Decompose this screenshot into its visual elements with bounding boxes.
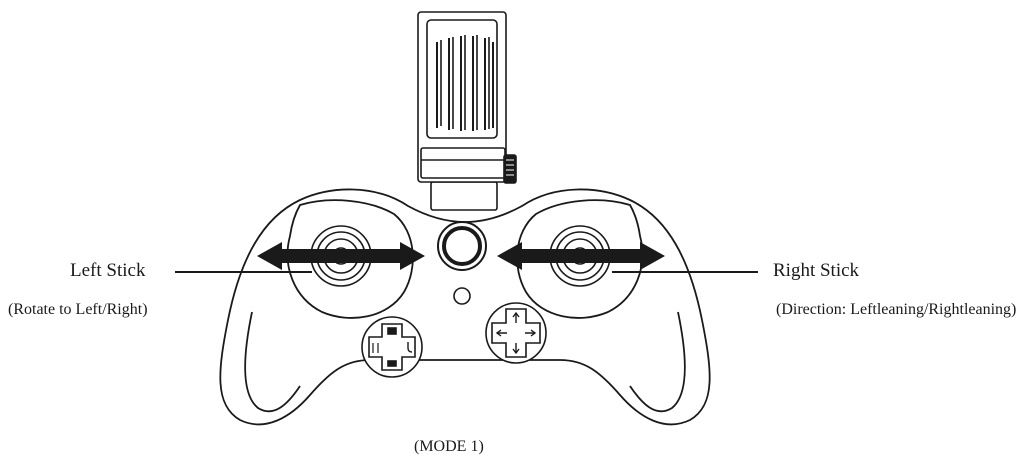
indicator-light: [453, 287, 471, 305]
power-button-icon: [437, 221, 487, 271]
left-stick-function: (Rotate to Left/Right): [8, 301, 148, 318]
camera-video-dpad-icon: [361, 316, 423, 378]
right-stick-function: (Direction: Leftleaning/Rightleaning): [776, 301, 1017, 318]
mode-label: (MODE 1): [414, 438, 484, 455]
direction-dpad-icon: [485, 302, 547, 364]
double-arrow-icon: [257, 242, 665, 270]
phone-holder-icon: [417, 11, 517, 211]
right-stick-label: Right Stick: [773, 260, 860, 281]
left-stick-label: Left Stick: [70, 260, 146, 281]
